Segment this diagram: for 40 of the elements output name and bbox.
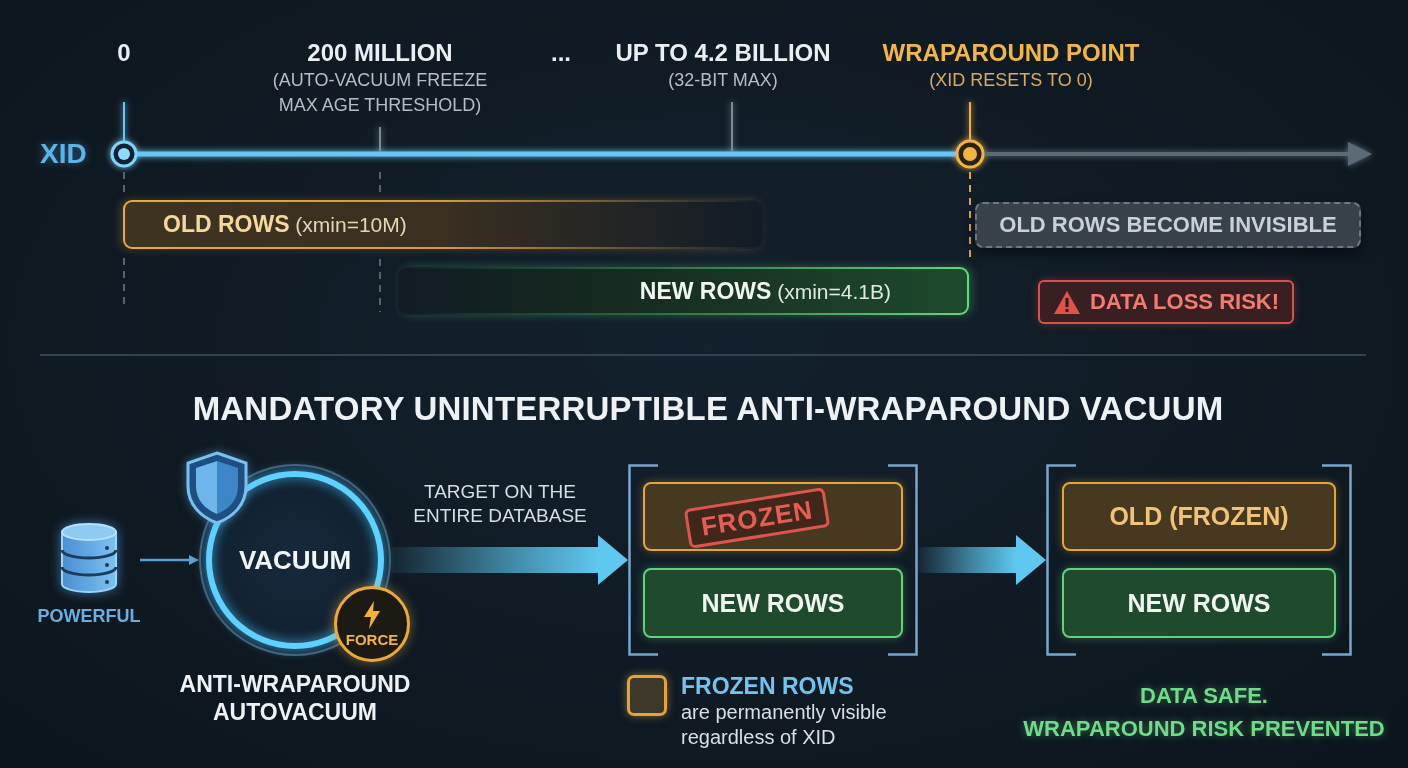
node-label: NEW ROWS [701, 588, 845, 618]
node-label: NEW ROWS (xmin=4.1B) [639, 277, 891, 305]
flow-arrow [918, 535, 1046, 585]
tick-label: 200 MILLION [307, 39, 453, 67]
flow-arrow [391, 535, 628, 585]
warning-banner [1038, 280, 1294, 324]
node-label: VACUUM [238, 544, 352, 576]
node-label: OLD (FROZEN) [1109, 502, 1289, 531]
row-range-bar [123, 200, 763, 249]
force-badge [334, 586, 410, 662]
node-label: OLD ROWS BECOME INVISIBLE [999, 212, 1337, 238]
axis-label: XID [40, 138, 87, 170]
node-caption: DATA SAFE. [1140, 682, 1268, 710]
invisible-rows-box [975, 202, 1361, 248]
tick-note: (32-BIT MAX) [668, 69, 778, 92]
node-caption: ANTI-WRAPAROUND AUTOVACUUM [178, 670, 412, 726]
tick-note: (XID RESETS TO 0) [929, 69, 1093, 92]
node-label: DATA LOSS RISK! [1090, 289, 1279, 315]
node-label: FORCE [345, 631, 399, 648]
tick-label: 0 [117, 39, 131, 67]
old-rows-box [1062, 482, 1336, 551]
node-label: FROZEN [698, 493, 816, 543]
tick-label: UP TO 4.2 BILLION [615, 39, 831, 67]
node-caption: WRAPAROUND RISK PREVENTED [1023, 715, 1385, 743]
new-rows-box [1062, 568, 1336, 638]
old-rows-box [643, 482, 903, 551]
tick-note: (AUTO-VACUUM FREEZE MAX AGE THRESHOLD) [271, 69, 489, 117]
edge-label: TARGET ON THE ENTIRE DATABASE [412, 480, 588, 528]
node-label: OLD ROWS (xmin=10M) [163, 211, 407, 238]
legend-text: FROZEN ROWS are permanently visible regardless of XID [681, 672, 888, 750]
arrow [140, 555, 199, 565]
node-label: NEW ROWS [1127, 588, 1271, 618]
bracket-frame [1046, 464, 1352, 656]
row-range-bar [398, 267, 969, 315]
tick-label: WRAPAROUND POINT [882, 39, 1140, 67]
new-rows-box [643, 568, 903, 638]
node-label: POWERFUL [37, 606, 141, 627]
tick-label: ... [551, 39, 571, 67]
bracket-frame [628, 464, 918, 656]
section-title: MANDATORY UNINTERRUPTIBLE ANTI-WRAPAROUND VACUUM [192, 390, 1224, 428]
